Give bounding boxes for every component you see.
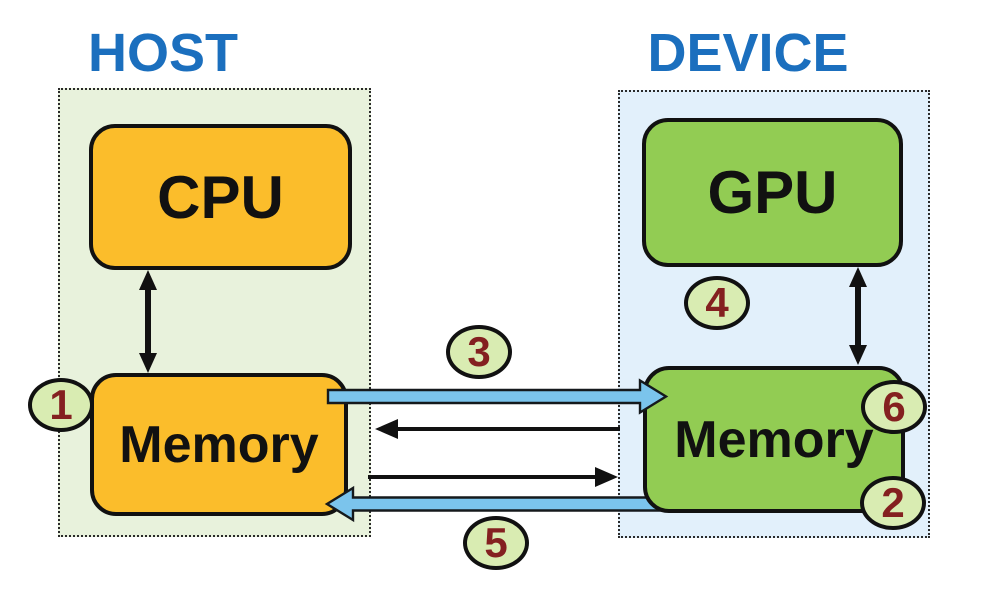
step-badge-1: 1 (28, 378, 94, 432)
step-2-number: 2 (881, 479, 905, 526)
cpu-box: CPU (89, 124, 352, 270)
device-memory-box: Memory (643, 366, 905, 513)
step-3-number: 3 (467, 328, 491, 375)
step-badge-3: 3 (446, 325, 512, 379)
host-to-device-transfer-arrow (326, 378, 669, 415)
cpu-label: CPU (157, 163, 284, 231)
host-memory-box: Memory (90, 373, 348, 516)
step-badge-4: 4 (684, 276, 750, 330)
device-to-host-thin-arrowhead (375, 419, 398, 439)
host-to-device-thin-arrowhead (595, 467, 618, 487)
step-4-number: 4 (705, 279, 729, 326)
host-title: HOST (87, 23, 238, 83)
gpu-label: GPU (707, 159, 838, 226)
step-1-number: 1 (49, 381, 73, 428)
step-5-number: 5 (484, 519, 508, 566)
host-memory-label: Memory (119, 415, 319, 474)
step-6-number: 6 (882, 383, 906, 430)
step-badge-6: 6 (861, 380, 927, 434)
gpu-box: GPU (642, 118, 903, 267)
device-title: DEVICE (647, 23, 849, 83)
step-badge-2: 2 (860, 476, 926, 530)
device-memory-label: Memory (674, 410, 874, 469)
step-badge-5: 5 (463, 516, 529, 570)
